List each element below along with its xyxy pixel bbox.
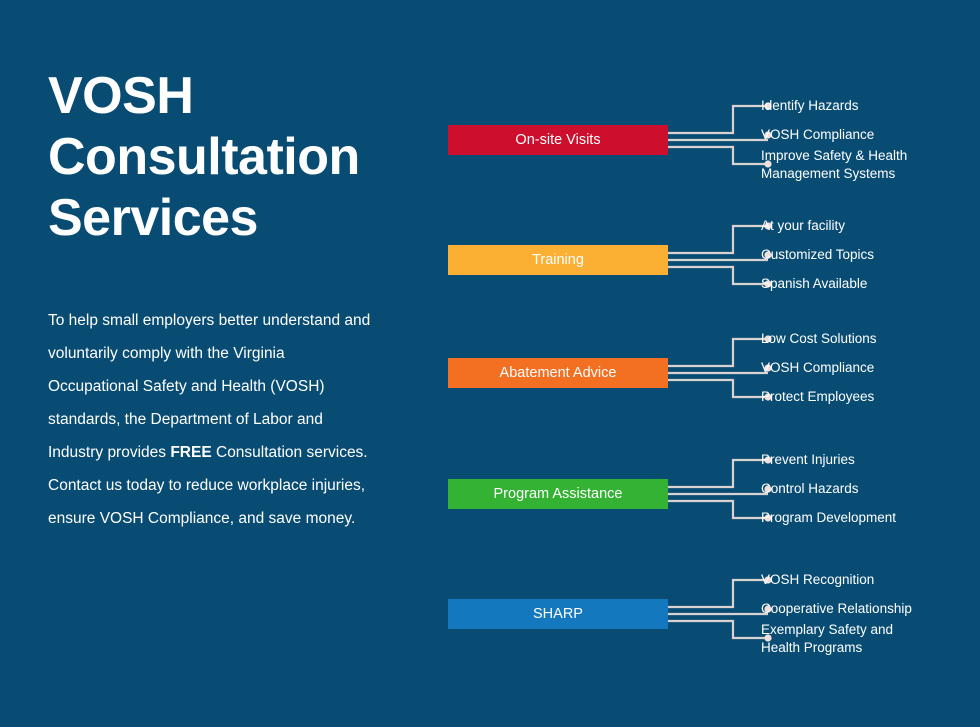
intro-paragraph: To help small employers better understan… [48,304,378,535]
branch-leaf-label: Customized Topics [761,247,875,262]
connector-dot [764,456,772,464]
connector-path [668,378,768,399]
branch-box-label: Abatement Advice [499,364,617,381]
connector-dot [764,251,772,259]
branch-leaf-label: Control Hazards [761,481,859,496]
branch-leaf-label: VOSH Recognition [761,572,875,587]
connector-path [668,578,768,609]
branch-connector-lines [668,335,772,401]
connector-dot [764,485,772,493]
branch-leaf-label: Prevent Injuries [761,452,855,467]
connector-path [668,499,768,520]
connector-path [668,224,768,255]
branch-box-training[interactable]: Training [448,245,668,275]
connector-dot [764,131,772,139]
branch-box-program-assistance[interactable]: Program Assistance [448,479,668,509]
intro-emphasis-free: FREE [170,444,212,461]
connector-dot [764,514,772,522]
connector-path [668,458,768,489]
connector-path [668,265,768,286]
connector-dot [764,634,772,642]
branch-leaf-label: Program Development [761,510,897,525]
connector-dot [764,280,772,288]
branch-leaf-label: At your facility [761,218,846,233]
branch-box-label: SHARP [533,605,583,622]
connector-path [668,145,768,166]
branch-box-label: Program Assistance [493,485,623,502]
branch-leaf-label: Spanish Available [761,276,868,291]
branch-connector-lines [668,576,772,642]
branch-leaf-label: Identify Hazards [761,98,859,113]
branch-leaf-label: Exemplary Safety and Health Programs [761,622,894,655]
connector-dot [764,364,772,372]
connector-dot [764,576,772,584]
connector-dot [764,605,772,613]
branch-connector-lines [668,456,772,522]
intro-panel: VOSH Consultation Services To help small… [48,66,408,527]
intro-text-after: Consultation services. Contact us today … [48,444,368,527]
connector-dot [764,160,772,168]
branch-box-sharp[interactable]: SHARP [448,599,668,629]
connector-dot [764,393,772,401]
branch-leaf-label: VOSH Compliance [761,127,875,142]
branch-leaf-label: Low Cost Solutions [761,331,877,346]
connector-dot [764,335,772,343]
branch-connector-lines [668,222,772,288]
branch-leaf-label: Cooperative Relationship [761,601,912,616]
branch-leaf-label: Protect Employees [761,389,875,404]
connector-path [668,337,768,368]
branch-connector-lines [668,102,772,168]
connector-dot [764,102,772,110]
branch-box-abatement-advice[interactable]: Abatement Advice [448,358,668,388]
branch-box-label: On-site Visits [515,131,601,148]
page-title: VOSH Consultation Services [48,67,360,247]
intro-text-before: To help small employers better understan… [48,312,371,461]
connector-path [668,104,768,135]
branch-leaf-label: Improve Safety & Health Management Syste… [761,148,908,181]
branch-box-on-site-visits[interactable]: On-site Visits [448,125,668,155]
connector-dot [764,222,772,230]
branch-box-label: Training [532,251,584,268]
branch-leaf-label: VOSH Compliance [761,360,875,375]
connector-path [668,619,768,640]
